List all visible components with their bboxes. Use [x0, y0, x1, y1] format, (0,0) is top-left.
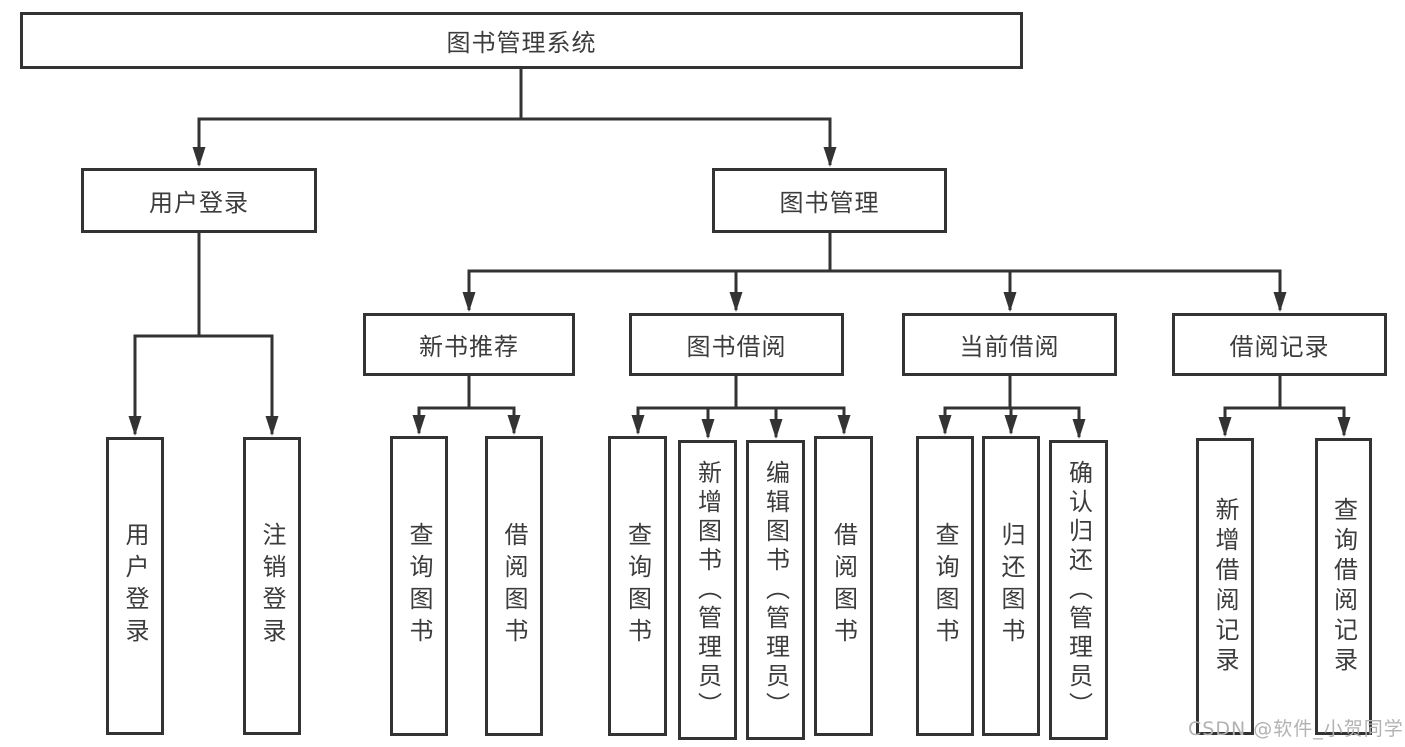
node-bb-borrow-books: 借阅图书	[814, 436, 873, 736]
node-cb-return-books: 归还图书	[982, 436, 1040, 736]
connector-newbookrec-to-children	[417, 374, 516, 410]
node-book-borrowing: 图书借阅	[629, 313, 844, 376]
node-bb-edit-books-admin: 编辑图书（管理员）	[746, 440, 805, 740]
node-bb-add-books-admin: 新增图书（管理员）	[678, 440, 737, 740]
node-br-query-record: 查询借阅记录	[1315, 438, 1372, 735]
node-nbr-borrow-books: 借阅图书	[485, 436, 543, 736]
node-user-login-group: 用户登录	[81, 168, 317, 233]
node-bb-query-books: 查询图书	[608, 436, 667, 736]
watermark: CSDN @软件_小贺同学	[1188, 718, 1404, 740]
node-nbr-query-books: 查询图书	[390, 436, 448, 736]
connector-bookmgmt-to-level3	[467, 231, 1282, 273]
node-cb-confirm-return-admin: 确认归还（管理员）	[1049, 440, 1108, 740]
connector-borrowrecords-to-children	[1223, 374, 1346, 410]
node-br-add-record: 新增借阅记录	[1196, 438, 1254, 735]
node-new-book-recommend: 新书推荐	[363, 313, 575, 376]
connector-currentborrow-to-children	[943, 374, 1081, 410]
connector-root-to-level2	[197, 67, 832, 121]
connector-userlogin-to-children	[133, 231, 274, 338]
node-library-management-system: 图书管理系统	[20, 12, 1023, 69]
node-user-login: 用户登录	[106, 437, 164, 735]
node-book-management: 图书管理	[712, 168, 947, 233]
node-cb-query-books: 查询图书	[916, 436, 974, 736]
node-borrowing-records: 借阅记录	[1172, 313, 1387, 376]
connector-bookborrow-to-children	[636, 374, 846, 410]
node-logout: 注销登录	[243, 437, 301, 735]
node-current-borrowing: 当前借阅	[902, 313, 1117, 376]
